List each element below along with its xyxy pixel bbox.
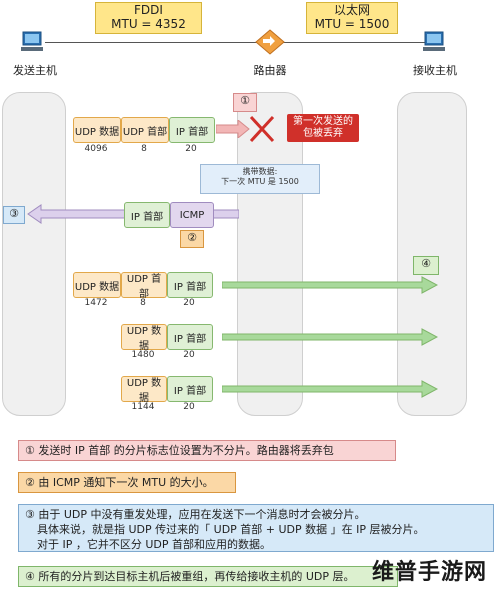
frag1-num-udp: 8 bbox=[140, 298, 146, 308]
fddi-mtu: MTU = 4352 bbox=[111, 17, 186, 31]
router-label: 路由器 bbox=[253, 64, 287, 77]
note-3-line-1: ③ 由于 UDP 中没有重发处理，应用在发送下一个消息时才会被分片。 bbox=[25, 508, 366, 521]
step-4-marker: ④ bbox=[413, 256, 439, 275]
frag1-udp-header: UDP 首部 bbox=[121, 272, 167, 300]
mtu-info-bubble: 携带数据: 下一次 MTU 是 1500 bbox=[200, 164, 320, 194]
first-ip-header: IP 首部 bbox=[169, 117, 215, 143]
frag1-arrow bbox=[222, 276, 438, 294]
sender-computer-icon bbox=[21, 31, 43, 51]
frag3-ip-header: IP 首部 bbox=[167, 376, 213, 402]
note-3-line-3: 对于 IP ，它并不区分 UDP 首部和应用的数据。 bbox=[37, 538, 272, 551]
frag3-num-ip: 20 bbox=[183, 402, 195, 412]
frag3-num-data: 1144 bbox=[131, 402, 155, 412]
first-num-udp: 8 bbox=[141, 144, 147, 154]
frag1-ip-header: IP 首部 bbox=[167, 272, 213, 298]
sender-label: 发送主机 bbox=[13, 64, 57, 77]
drop-note: 第一次发送的包被丢弃 bbox=[287, 114, 359, 142]
ethernet-mtu: MTU = 1500 bbox=[314, 17, 390, 31]
step-1-marker: ① bbox=[233, 93, 257, 112]
first-num-ip: 20 bbox=[185, 144, 197, 154]
receiver-label: 接收主机 bbox=[413, 64, 457, 77]
watermark-logo: 维普手游网 bbox=[372, 560, 488, 585]
receiver-computer-icon bbox=[423, 31, 445, 51]
step-2-marker: ② bbox=[180, 230, 204, 248]
sender-lane bbox=[2, 92, 66, 416]
icmp-ip-header: IP 首部 bbox=[124, 202, 170, 228]
frag1-udp-data: UDP 数据 bbox=[73, 272, 121, 298]
note-2: ② 由 ICMP 通知下一次 MTU 的大小。 bbox=[18, 472, 236, 493]
note-1: ① 发送时 IP 首部 的分片标志位设置为不分片。路由器将丢弃包 bbox=[18, 440, 396, 461]
fddi-name: FDDI bbox=[134, 3, 163, 17]
router-lane bbox=[237, 92, 303, 416]
frag1-num-ip: 20 bbox=[183, 298, 195, 308]
first-num-data: 4096 bbox=[84, 144, 108, 154]
note-3: ③ 由于 UDP 中没有重发处理，应用在发送下一个消息时才会被分片。 具体来说，… bbox=[18, 504, 494, 552]
first-udp-data: UDP 数据 bbox=[73, 117, 121, 143]
step-3-marker: ③ bbox=[3, 206, 25, 224]
frag2-arrow bbox=[222, 328, 438, 346]
note-4: ④ 所有的分片到达目标主机后被重组，再传给接收主机的 UDP 层。 bbox=[18, 566, 398, 587]
first-send-arrow bbox=[216, 120, 250, 138]
frag2-udp-data: UDP 数据 bbox=[121, 324, 167, 352]
frag2-ip-header: IP 首部 bbox=[167, 324, 213, 350]
receiver-lane bbox=[397, 92, 467, 416]
ethernet-mtu-label: 以太网 MTU = 1500 bbox=[306, 2, 398, 34]
frag3-arrow bbox=[222, 380, 438, 398]
router-icon bbox=[255, 29, 285, 55]
frag2-num-data: 1480 bbox=[131, 350, 155, 360]
network-line bbox=[45, 42, 440, 43]
frag3-udp-data: UDP 数据 bbox=[121, 376, 167, 404]
note-3-line-2: 具体来说，就是指 UDP 传过来的「 UDP 首部 + UDP 数据 」在 IP… bbox=[37, 523, 425, 536]
drop-x-icon bbox=[249, 115, 275, 143]
icmp-body: ICMP bbox=[170, 202, 214, 228]
ethernet-name: 以太网 bbox=[333, 3, 370, 17]
frag1-num-data: 1472 bbox=[84, 298, 108, 308]
frag2-num-ip: 20 bbox=[183, 350, 195, 360]
fddi-mtu-label: FDDI MTU = 4352 bbox=[95, 2, 202, 34]
first-udp-header: UDP 首部 bbox=[121, 117, 169, 143]
